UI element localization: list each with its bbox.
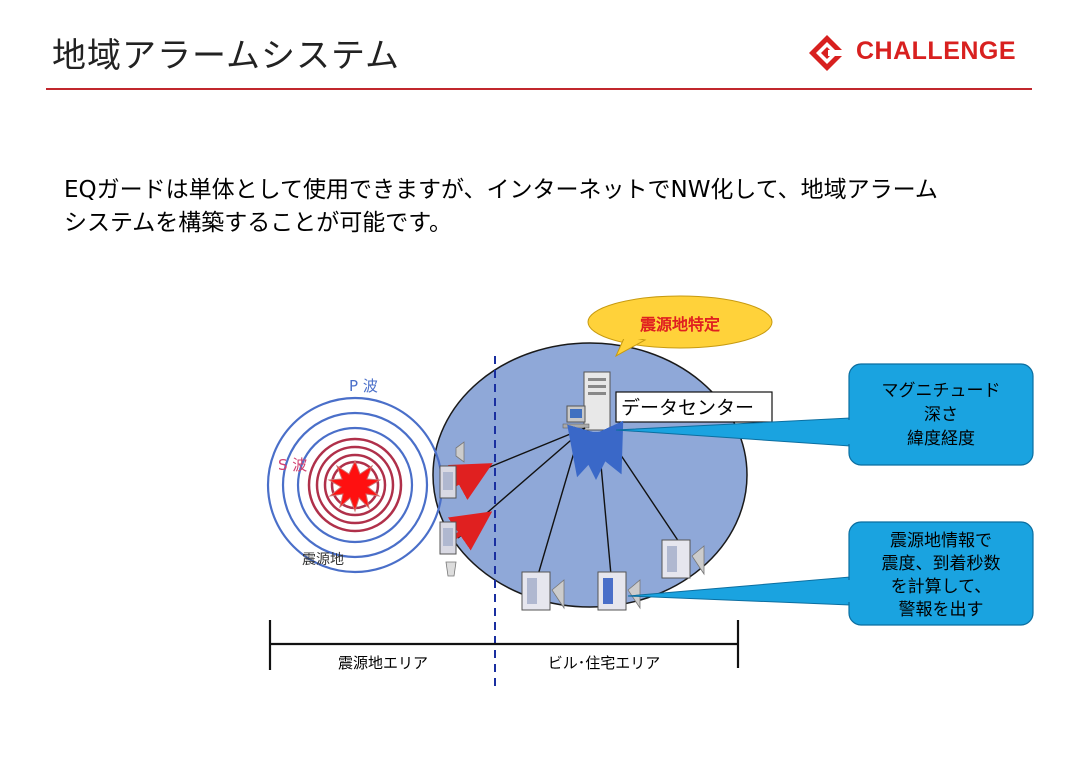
logo-text: CHALLENGE bbox=[856, 37, 1017, 65]
eq-guard-device-icon bbox=[521, 571, 565, 611]
bubble-label: 震源地特定 bbox=[639, 315, 720, 334]
callout-top-line-2: 深さ bbox=[924, 405, 958, 425]
callout-bottom-line-2: 震度、到着秒数 bbox=[882, 554, 1001, 574]
datacenter-label: データセンター bbox=[621, 397, 754, 419]
eq-guard-device-icon bbox=[661, 539, 705, 579]
area-left-label: 震源地エリア bbox=[338, 654, 428, 672]
area-scale-bar bbox=[268, 620, 740, 670]
slide-title: 地域アラームシステム bbox=[52, 36, 400, 76]
intro-line-2: システムを構築することが可能です。 bbox=[64, 210, 453, 236]
p-wave-label: P 波 bbox=[349, 377, 378, 395]
area-right-label: ビル･住宅エリア bbox=[548, 654, 661, 672]
callout-bottom-line-3: を計算して、 bbox=[891, 577, 992, 597]
alarm-callout bbox=[627, 521, 1034, 626]
eq-guard-device-icon bbox=[597, 571, 641, 611]
challenge-logo-icon bbox=[809, 35, 846, 71]
detection-arrows bbox=[447, 463, 493, 551]
title-divider bbox=[46, 88, 1032, 90]
epicenter-identification-bubble bbox=[587, 295, 773, 358]
logo: CHALLENGE bbox=[808, 34, 1038, 72]
eq-guard-device-icon bbox=[439, 521, 457, 577]
epicenter-label: 震源地 bbox=[302, 552, 344, 568]
callout-bottom-line-1: 震源地情報で bbox=[890, 531, 992, 551]
callout-top-line-3: 緯度経度 bbox=[907, 429, 975, 449]
broadcast-arrows bbox=[567, 420, 624, 480]
callout-top-line-1: マグニチュード bbox=[882, 381, 1001, 401]
datacenter-label-box bbox=[615, 391, 773, 423]
epicenter-burst-icon bbox=[327, 459, 382, 513]
callout-bottom-line-4: 警報を出す bbox=[899, 600, 984, 620]
s-wave-label: S 波 bbox=[278, 456, 307, 474]
intro-text: EQガードは単体として使用できますが、インターネットでNW化して、地域アラーム … bbox=[64, 174, 1054, 240]
eq-guard-device-icon bbox=[439, 441, 465, 499]
intro-line-1: EQガードは単体として使用できますが、インターネットでNW化して、地域アラーム bbox=[64, 177, 938, 203]
magnitude-callout bbox=[615, 363, 1034, 466]
